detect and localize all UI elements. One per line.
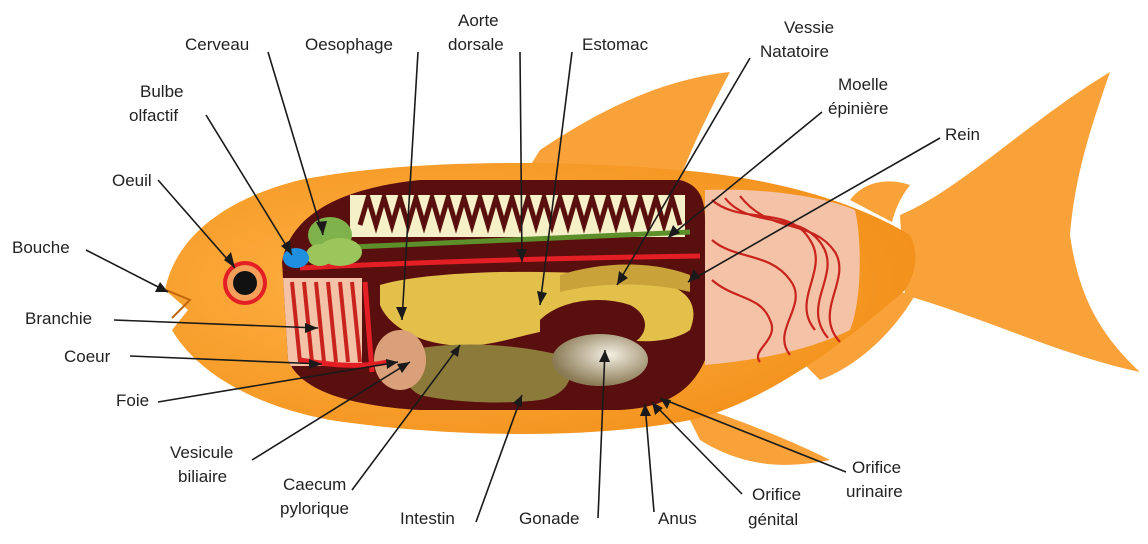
liver <box>374 330 426 390</box>
label-vessie-line1: Vessie <box>784 18 834 37</box>
label-cerveau: Cerveau <box>185 35 249 54</box>
label-rein: Rein <box>945 125 980 144</box>
label-foie: Foie <box>116 391 149 410</box>
eye <box>223 261 267 305</box>
label-branchie: Branchie <box>25 309 92 328</box>
label-vesicule-line1: Vesicule <box>170 443 233 462</box>
label-vessie-line2: Natatoire <box>760 42 829 61</box>
olfactory-bulb <box>283 248 309 268</box>
label-moelle-line2: épinière <box>828 99 889 118</box>
label-moelle-line1: Moelle <box>838 75 888 94</box>
label-gonade: Gonade <box>519 509 580 528</box>
label-bulbe-line2: olfactif <box>129 106 178 125</box>
label-oesophage: Oesophage <box>305 35 393 54</box>
label-bouche: Bouche <box>12 238 70 257</box>
label-genital-line1: Orifice <box>752 485 801 504</box>
label-genital-line2: génital <box>748 510 798 529</box>
label-estomac: Estomac <box>582 35 649 54</box>
label-intestin: Intestin <box>400 509 455 528</box>
label-vesicule-line2: biliaire <box>178 467 227 486</box>
label-urinaire-line1: Orifice <box>852 458 901 477</box>
label-aorte-line1: Aorte <box>458 11 499 30</box>
label-anus: Anus <box>658 509 697 528</box>
tail-fin <box>900 72 1140 372</box>
label-bulbe-line1: Bulbe <box>140 82 183 101</box>
label-caecum-line2: pylorique <box>280 499 349 518</box>
label-coeur: Coeur <box>64 347 111 366</box>
label-urinaire-line2: urinaire <box>846 482 903 501</box>
label-aorte-line2: dorsale <box>448 35 504 54</box>
intestine <box>403 345 571 403</box>
label-caecum-line1: Caecum <box>283 475 346 494</box>
label-oeuil: Oeuil <box>112 171 152 190</box>
